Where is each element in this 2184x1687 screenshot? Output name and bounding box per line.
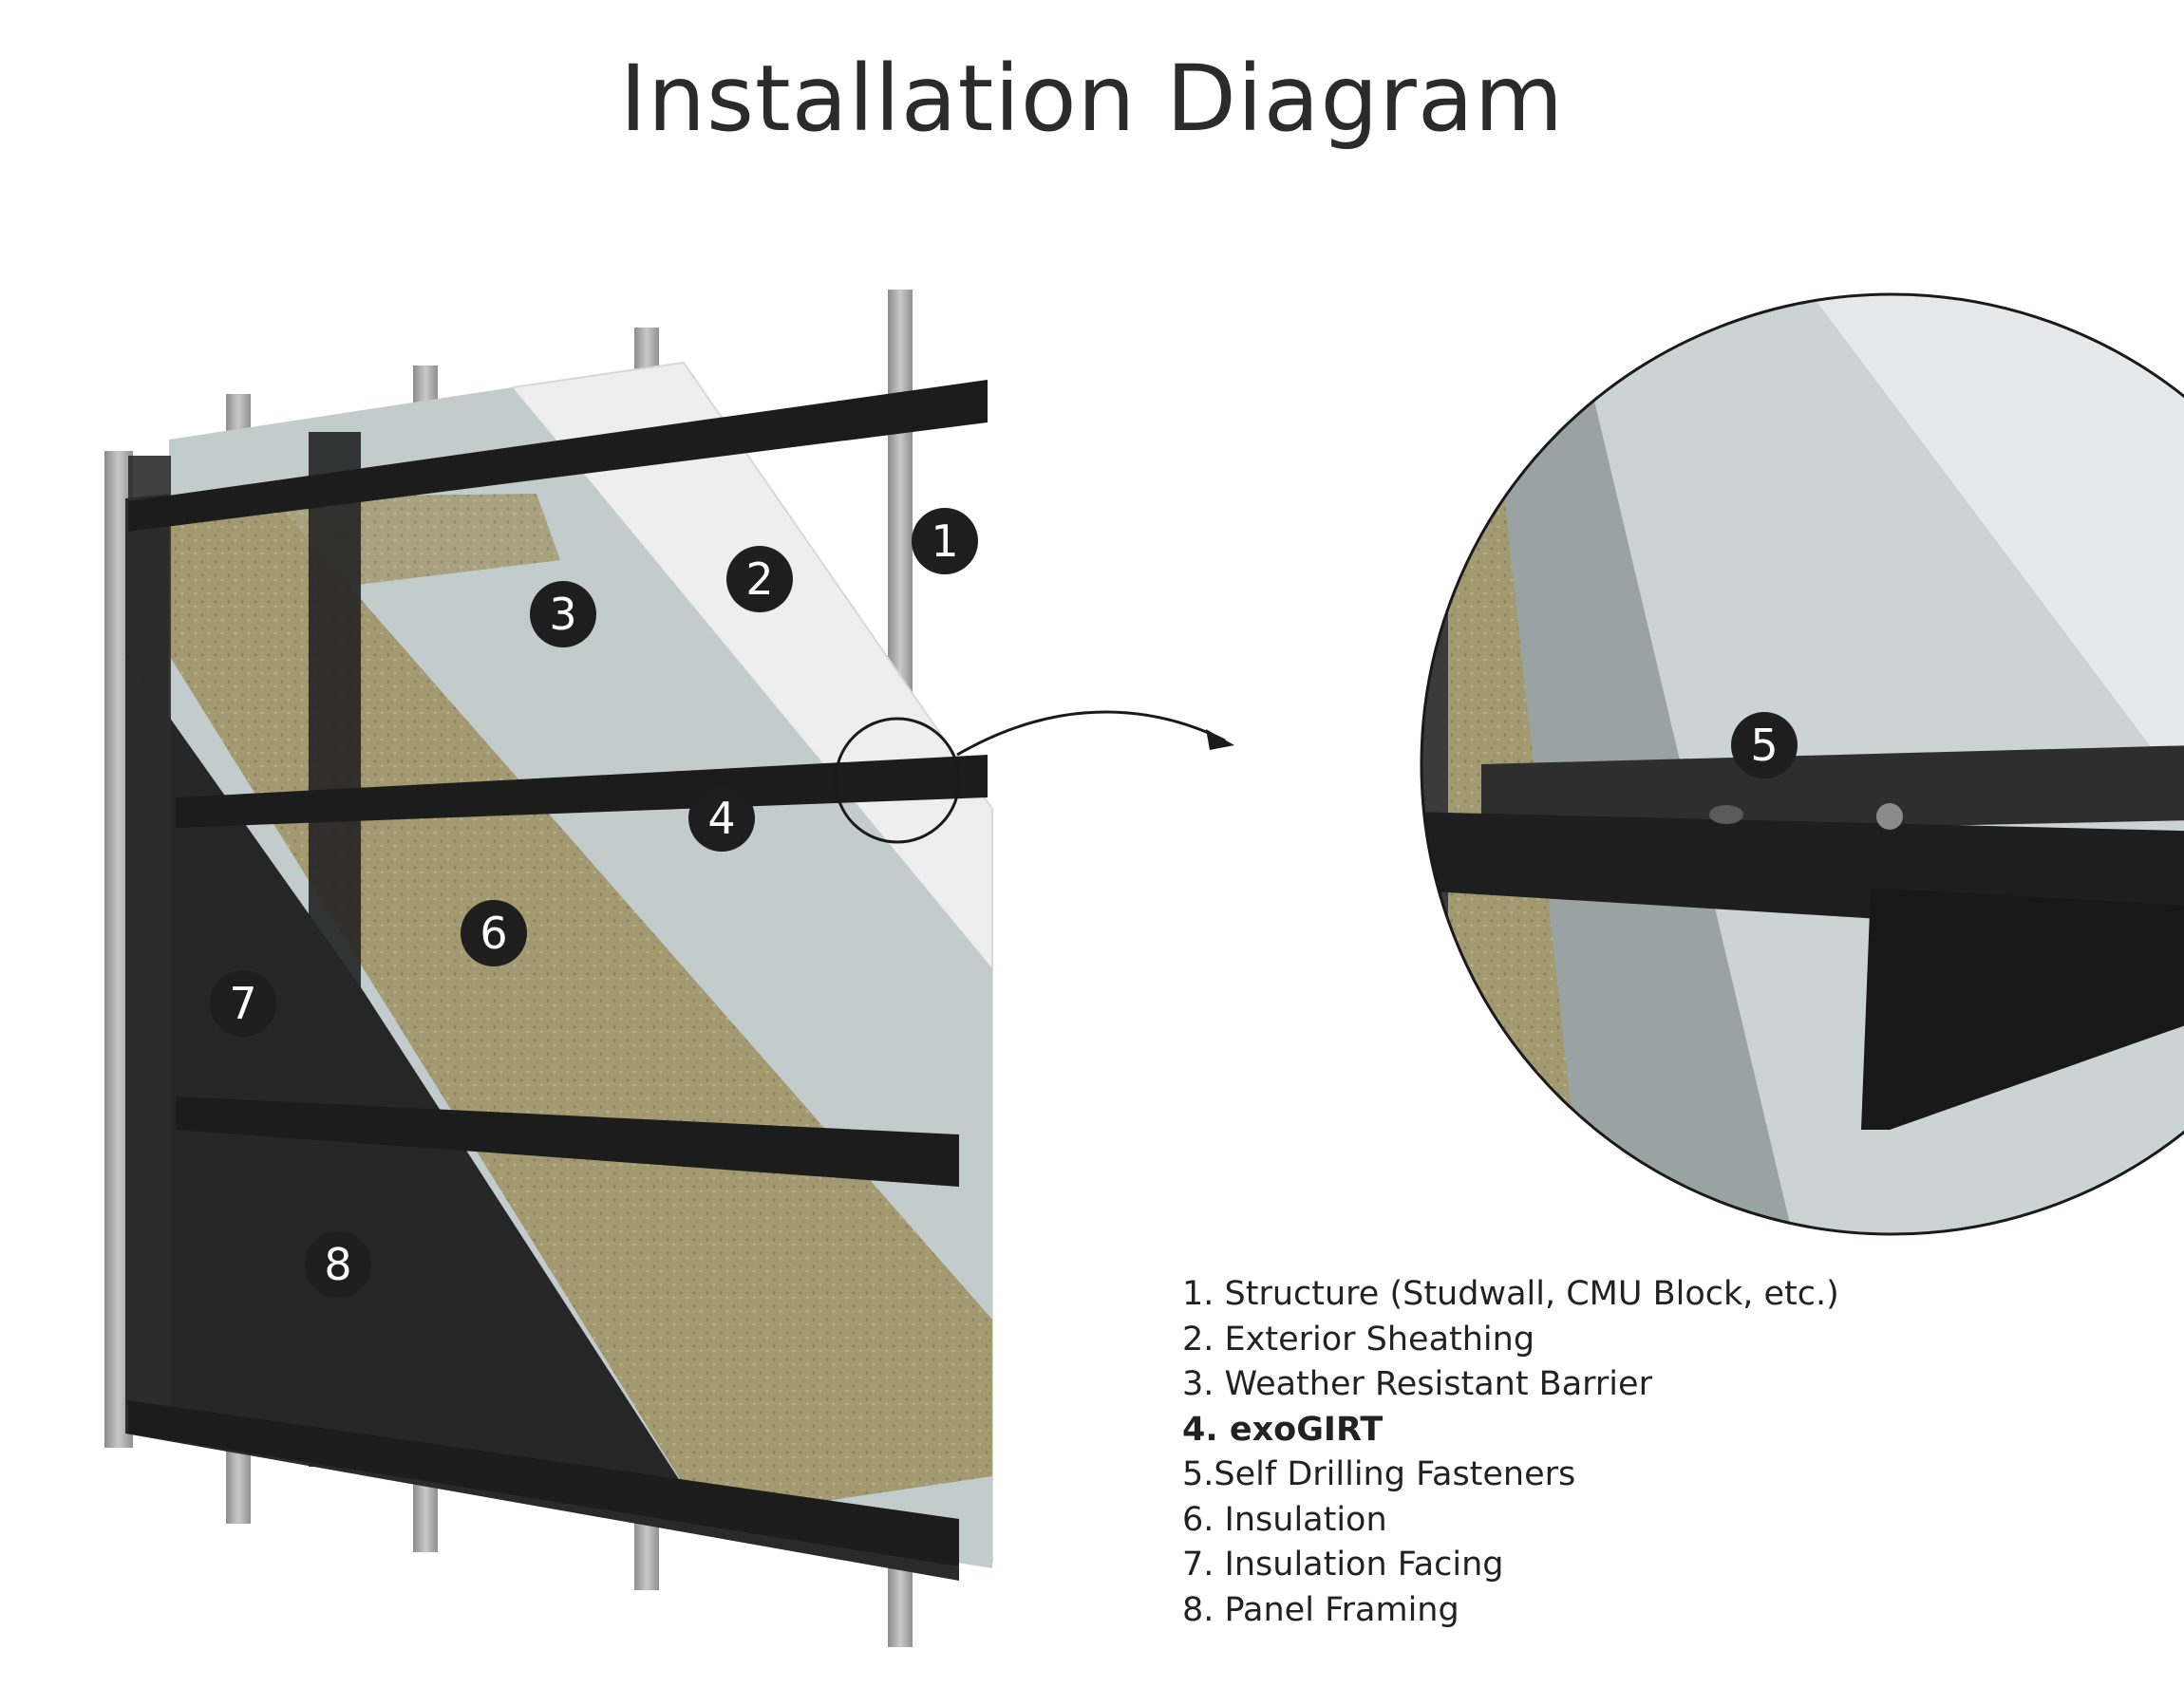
callout-6-label: 6 [480, 908, 507, 959]
callout-8-label: 8 [324, 1239, 351, 1290]
legend-item: 7. Insulation Facing [1182, 1546, 1504, 1584]
callout-6: 6 [461, 900, 527, 966]
lens-girt-lip [1861, 888, 2184, 1130]
legend-item: 5.Self Drilling Fasteners [1182, 1455, 1576, 1493]
callout-5-label: 5 [1750, 720, 1778, 771]
detail-lens [1263, 285, 2184, 1244]
girt-lower [176, 1097, 959, 1187]
legend-item: 2. Exterior Sheathing [1182, 1320, 1535, 1359]
callout-3: 3 [530, 581, 596, 647]
fastener [1709, 805, 1743, 824]
insulation-facing-lower [125, 655, 705, 1519]
girt-bottom [128, 1400, 959, 1566]
panel-framing-edge [128, 456, 171, 1415]
legend-item: 4. exoGIRT [1182, 1410, 1384, 1449]
callout-2: 2 [726, 546, 793, 612]
zoom-indicator [834, 717, 961, 844]
insulation-top-strip [169, 494, 560, 608]
callout-3-label: 3 [549, 589, 576, 640]
legend-item: 8. Panel Framing [1182, 1590, 1459, 1629]
lens-girt-back [1481, 740, 2184, 835]
callout-7-label: 7 [229, 978, 256, 1029]
girt-upper [176, 755, 988, 828]
legend: 1. Structure (Studwall, CMU Block, etc.)… [1182, 1272, 1839, 1633]
detail-lens-border [1420, 292, 2184, 1236]
legend-item: 6. Insulation [1182, 1500, 1387, 1539]
insulation [169, 498, 992, 1519]
callout-4-label: 4 [707, 793, 735, 844]
legend-item: 3. Weather Resistant Barrier [1182, 1365, 1652, 1403]
callout-1: 1 [912, 508, 978, 574]
legend-item: 1. Structure (Studwall, CMU Block, etc.) [1182, 1275, 1839, 1313]
zoom-arrow [956, 710, 1226, 757]
callout-2-label: 2 [745, 553, 773, 605]
exogirt-rails [128, 380, 988, 1566]
zoom-arrowhead [1206, 729, 1234, 750]
diagram-title: Installation Diagram [619, 46, 1565, 152]
callout-5: 5 [1731, 712, 1798, 778]
panel-framing [309, 432, 361, 1467]
girt-top [128, 380, 988, 532]
callout-8: 8 [305, 1231, 371, 1298]
callout-4: 4 [688, 785, 755, 852]
callout-1-label: 1 [931, 515, 958, 567]
lens-framing [1263, 285, 1320, 1244]
fastener [1876, 803, 1903, 830]
callout-7: 7 [210, 970, 276, 1037]
